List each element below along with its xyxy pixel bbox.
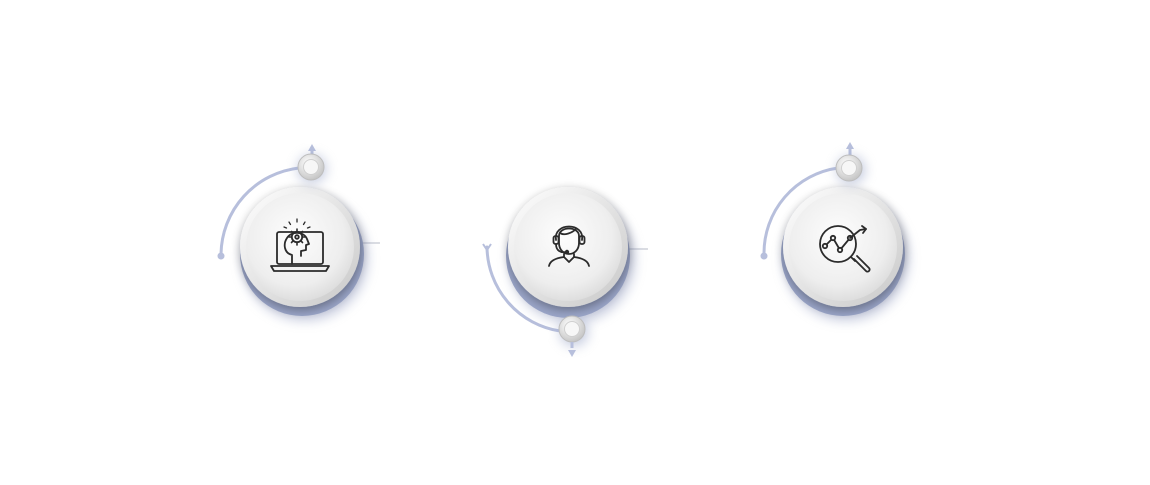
customer-support-headset-icon xyxy=(548,225,590,267)
step-1 xyxy=(217,144,380,320)
step-2-arrow-down-icon xyxy=(568,350,576,357)
magnifier-chart-analysis-icon xyxy=(819,225,871,273)
step-3-arc xyxy=(762,166,840,256)
step-2 xyxy=(482,187,648,357)
laptop-ai-gear-icon xyxy=(270,218,330,272)
step-1-knob xyxy=(297,144,326,183)
step-3-arc-end-dot xyxy=(760,252,768,260)
step-1-disc xyxy=(246,193,354,301)
step-3-arrow-up-icon xyxy=(846,142,854,149)
step-2-arc xyxy=(485,245,562,333)
step-1-arc-end-dot xyxy=(217,252,225,260)
step-2-disc xyxy=(514,193,622,301)
step-3-knob xyxy=(835,142,865,184)
step-2-arc-start-cap xyxy=(482,243,492,252)
step-1-arc xyxy=(219,166,301,256)
step-2-knob xyxy=(558,315,588,357)
step-3 xyxy=(760,142,908,320)
step-1-arrow-up-icon xyxy=(308,144,316,151)
